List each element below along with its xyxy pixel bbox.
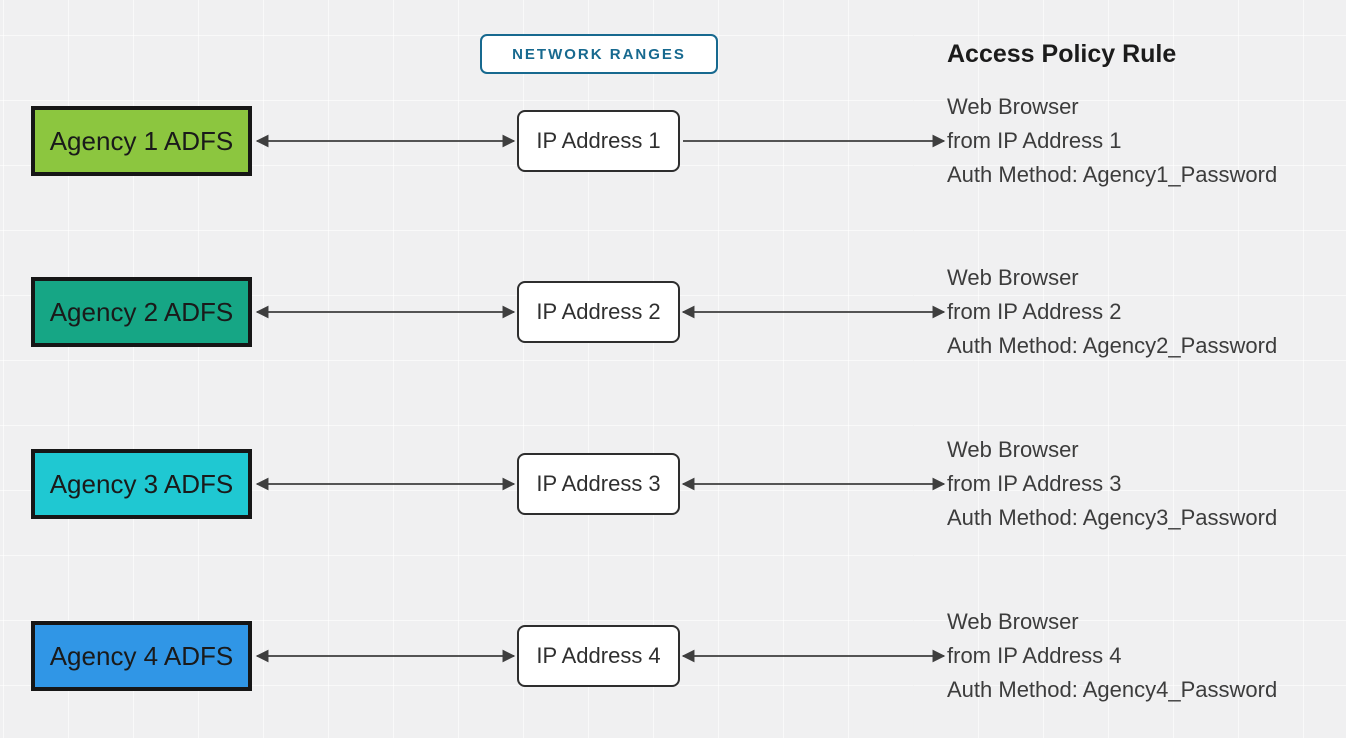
policy-line: Auth Method: Agency2_Password (947, 333, 1278, 358)
agency-2-adfs-node[interactable]: Agency 2 ADFS (31, 277, 252, 347)
policy-line: Web Browser (947, 609, 1079, 634)
policy-line: from IP Address 2 (947, 299, 1122, 324)
access-policy-text-3: Web Browser from IP Address 3 Auth Metho… (947, 433, 1327, 535)
policy-line: Auth Method: Agency3_Password (947, 505, 1278, 530)
policy-line: from IP Address 4 (947, 643, 1122, 668)
access-policy-rule-title: Access Policy Rule (947, 40, 1177, 68)
grid-line (913, 0, 914, 738)
agency-1-adfs-node[interactable]: Agency 1 ADFS (31, 106, 252, 176)
network-ranges-label[interactable]: NETWORK RANGES (480, 34, 718, 74)
agency-4-adfs-node[interactable]: Agency 4 ADFS (31, 621, 252, 691)
policy-line: from IP Address 1 (947, 128, 1122, 153)
access-policy-text-4: Web Browser from IP Address 4 Auth Metho… (947, 605, 1327, 707)
access-policy-text-1: Web Browser from IP Address 1 Auth Metho… (947, 90, 1327, 192)
policy-line: Auth Method: Agency1_Password (947, 162, 1278, 187)
ip-address-1-node[interactable]: IP Address 1 (517, 110, 680, 172)
policy-line: Web Browser (947, 437, 1079, 462)
ip-address-4-node[interactable]: IP Address 4 (517, 625, 680, 687)
policy-line: Web Browser (947, 94, 1079, 119)
policy-line: Auth Method: Agency4_Password (947, 677, 1278, 702)
agency-3-adfs-node[interactable]: Agency 3 ADFS (31, 449, 252, 519)
policy-line: Web Browser (947, 265, 1079, 290)
policy-line: from IP Address 3 (947, 471, 1122, 496)
access-policy-text-2: Web Browser from IP Address 2 Auth Metho… (947, 261, 1327, 363)
ip-address-2-node[interactable]: IP Address 2 (517, 281, 680, 343)
ip-address-3-node[interactable]: IP Address 3 (517, 453, 680, 515)
